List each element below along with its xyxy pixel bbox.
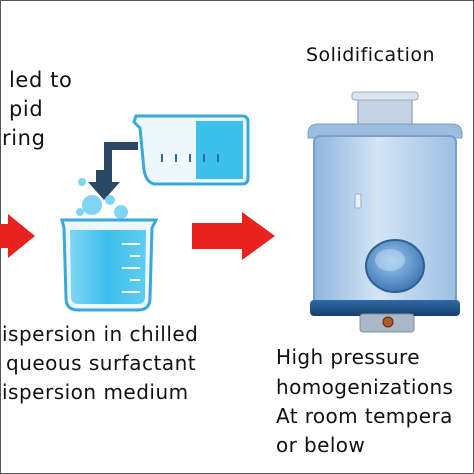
bubbles-icon bbox=[76, 178, 128, 219]
dark-pour-arrow-icon bbox=[88, 142, 138, 200]
right-red-arrow-icon bbox=[192, 212, 275, 260]
left-red-arrow-icon bbox=[0, 214, 35, 258]
middle-caption-line-3: ispersion medium bbox=[2, 380, 189, 404]
right-caption-line-2: homogenizations bbox=[276, 375, 454, 399]
left-text-line-2: pid bbox=[9, 97, 44, 121]
pouring-beaker-icon bbox=[132, 114, 250, 186]
right-caption-line-1: High pressure bbox=[276, 345, 420, 369]
solidification-title: Solidification bbox=[306, 44, 436, 66]
left-text-line-1: led to bbox=[9, 68, 73, 92]
middle-caption-line-2: queous surfactant bbox=[6, 351, 197, 375]
right-caption-line-3: At room tempera bbox=[276, 404, 453, 428]
homogenizer-icon bbox=[307, 91, 463, 333]
left-text-line-3: ring bbox=[2, 126, 46, 150]
right-caption-line-4: or below bbox=[276, 433, 366, 457]
beaker-icon bbox=[60, 218, 159, 312]
middle-caption-line-1: ispersion in chilled bbox=[2, 322, 199, 346]
